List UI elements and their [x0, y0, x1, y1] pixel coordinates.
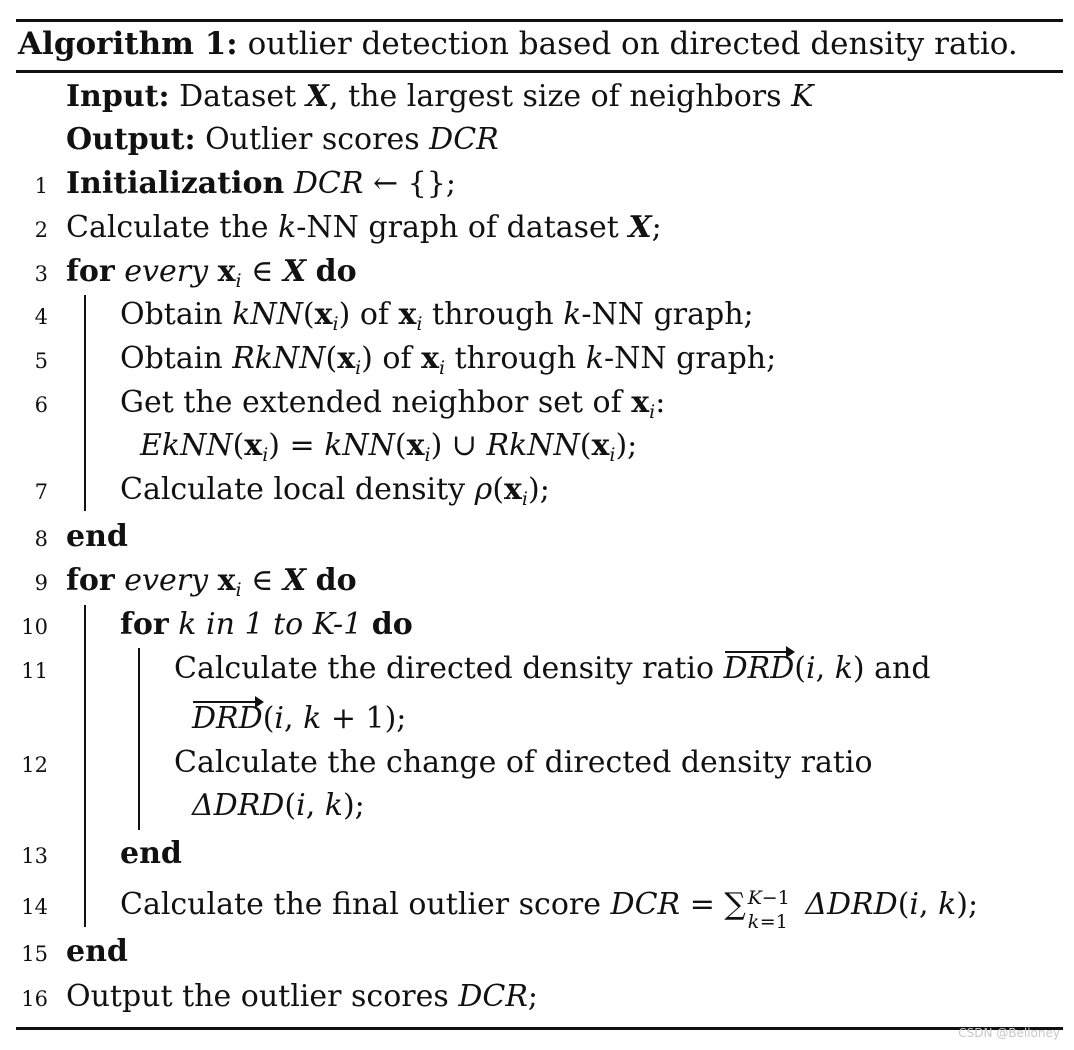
line-number: 5: [34, 349, 48, 373]
line-number: 6: [34, 393, 48, 417]
step-line: 12 Calculate the change of directed dens…: [0, 741, 1074, 785]
step-line: 3 for every xi ∈ X do: [0, 250, 1074, 294]
step-line: 7 Calculate local density ρ(xi);: [0, 468, 1074, 512]
step-line: 14 Calculate the final outlier score DCR…: [0, 883, 1074, 933]
step-continuation: EkNN(xi) = kNN(xi) ∪ RkNN(xi);: [140, 428, 638, 466]
step-line: 16 Output the outlier scores DCR;: [0, 975, 1074, 1019]
line-number: 9: [34, 571, 48, 595]
algorithm-caption: Algorithm 1: outlier detection based on …: [18, 24, 1058, 64]
top-rule: [16, 19, 1063, 22]
algorithm-title: outlier detection based on directed dens…: [247, 26, 1018, 62]
line-number: 10: [21, 615, 48, 639]
output-line: Output: Outlier scores DCR: [66, 122, 499, 157]
step-line: 2 Calculate the k-NN graph of dataset X;: [0, 206, 1074, 250]
line-number: 8: [34, 527, 48, 551]
step-line: 9 for every xi ∈ X do: [0, 559, 1074, 603]
caption-rule: [16, 70, 1063, 73]
watermark: CSDN @Belloney: [958, 1026, 1060, 1040]
line-number: 11: [21, 659, 48, 683]
line-number: 2: [34, 218, 48, 242]
line-number: 3: [34, 262, 48, 286]
step-line: 1 Initialization DCR ← {};: [0, 162, 1074, 206]
line-number: 7: [34, 480, 48, 504]
line-number: 4: [34, 305, 48, 329]
line-number: 16: [21, 987, 48, 1011]
loop-indent-bar: [84, 295, 86, 511]
input-line: Input: Dataset X, the largest size of ne…: [66, 79, 814, 114]
loop-indent-bar: [84, 605, 86, 927]
step-line: 13 end: [0, 832, 1074, 876]
step-line: 6 Get the extended neighbor set of xi:: [0, 381, 1074, 425]
step-line: 5 Obtain RkNN(xi) of xi through k-NN gra…: [0, 337, 1074, 381]
line-number: 1: [34, 174, 48, 198]
line-number: 13: [21, 844, 48, 868]
step-continuation: DRD(i, k + 1);: [0, 696, 1074, 741]
bottom-rule: [16, 1027, 1063, 1030]
line-number: 12: [21, 753, 48, 777]
step-line: 15 end: [0, 930, 1074, 974]
input-label: Input:: [66, 79, 170, 114]
step-line: 11 Calculate the directed density ratio …: [0, 646, 1074, 691]
algorithm-label: Algorithm 1:: [18, 26, 238, 62]
output-label: Output:: [66, 122, 196, 157]
step-line: 8 end: [0, 515, 1074, 559]
step-line: 10 for k in 1 to K-1 do: [0, 603, 1074, 647]
line-number: 15: [21, 942, 48, 966]
line-number: 14: [21, 895, 48, 919]
step-line: 4 Obtain kNN(xi) of xi through k-NN grap…: [0, 293, 1074, 337]
inner-loop-indent-bar: [138, 648, 140, 830]
step-continuation: ΔDRD(i, k);: [192, 788, 365, 823]
